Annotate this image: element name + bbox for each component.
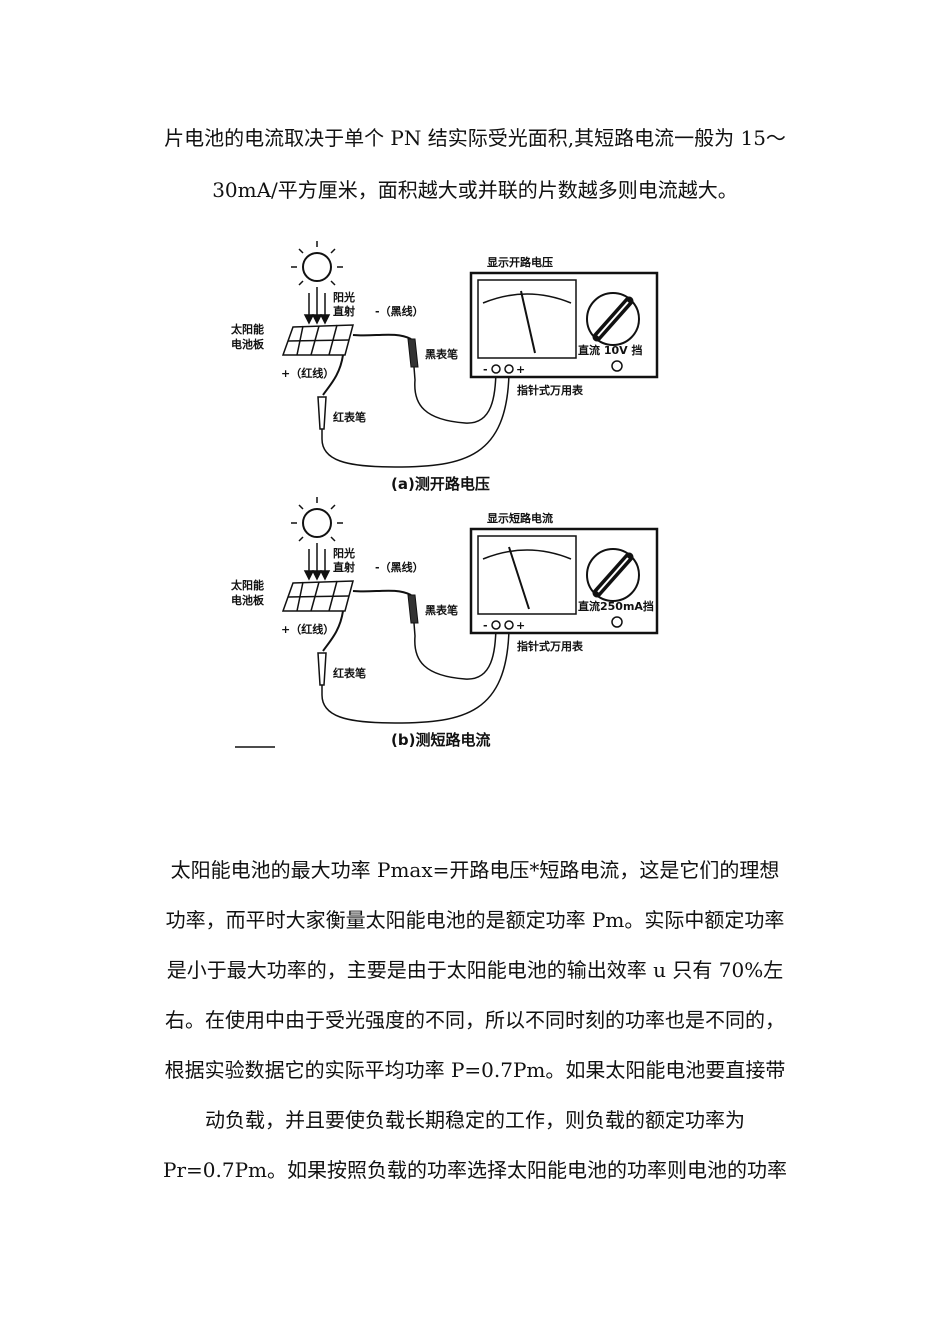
multimeter-b (469, 527, 659, 635)
black-probe (407, 594, 419, 637)
sun-icon (291, 497, 343, 549)
black-probe (407, 338, 419, 381)
multimeter-a (469, 271, 659, 379)
red-probe (317, 396, 327, 439)
red-lead (321, 628, 510, 724)
body-line-2: 功率，而平时大家衡量太阳能电池的是额定功率 Pm。实际中额定功率 (165, 908, 785, 932)
dial-setting-b: 直流250mA挡 (578, 599, 654, 613)
meter-title-a: 显示开路电压 (487, 255, 553, 269)
red-probe (317, 652, 327, 695)
black-wire (352, 589, 412, 596)
black-probe-label: 黑表笔 (425, 603, 458, 617)
meter-title-b: 显示短路电流 (487, 511, 553, 525)
panel-b: 阳光 直射 太阳能 电池板 -（黑线） 黑表笔 +（红线） (230, 497, 659, 749)
black-probe-label: 黑表笔 (425, 347, 458, 361)
sunlight-label-2: 直射 (333, 560, 355, 574)
black-wire-label: -（黑线） (375, 304, 424, 318)
body-line-4: 右。在使用中由于受光强度的不同，所以不同时刻的功率也是不同的， (165, 1008, 785, 1032)
red-wire (322, 610, 344, 652)
meter-needle (508, 546, 530, 610)
panel-label-2: 电池板 (231, 337, 265, 351)
intro-line-2: 30mA/平方厘米，面积越大或并联的片数越多则电流越大。 (212, 178, 738, 202)
measurement-figure: 阳光 直射 太阳能 电池板 -（黑线） 黑表笔 +（红线） (225, 235, 665, 755)
caption-b: (b)测短路电流 (391, 731, 490, 749)
meter-name-a: 指针式万用表 (517, 383, 584, 397)
meter-name-b: 指针式万用表 (517, 639, 584, 653)
red-wire (322, 354, 344, 396)
zero-adjust-knob (611, 616, 623, 628)
body-line-3: 是小于最大功率的，主要是由于太阳能电池的输出效率 u 只有 70%左 (166, 958, 784, 982)
caption-a: (a)测开路电压 (391, 475, 490, 493)
plus-label-b: + (516, 619, 525, 632)
minus-terminal (491, 620, 501, 630)
sunlight-arrows (303, 293, 331, 325)
solar-panel (281, 580, 354, 612)
black-lead (414, 372, 497, 424)
circuit-diagram: 阳光 直射 太阳能 电池板 -（黑线） 黑表笔 +（红线） (230, 241, 659, 749)
body-line-6: 动负载，并且要使负载长期稳定的工作，则负载的额定功率为 (205, 1108, 745, 1132)
sunlight-label-2: 直射 (333, 304, 355, 318)
sun-icon (291, 241, 343, 293)
red-lead (321, 372, 510, 468)
minus-label-b: - (483, 619, 488, 632)
black-lead (414, 628, 497, 680)
panel-label-2: 电池板 (231, 593, 265, 607)
plus-terminal (504, 364, 514, 374)
body-line-7: Pr=0.7Pm。如果按照负载的功率选择太阳能电池的功率则电池的功率 (162, 1158, 787, 1182)
panel-a: 阳光 直射 太阳能 电池板 -（黑线） 黑表笔 +（红线） (230, 241, 659, 493)
meter-needle (520, 290, 536, 354)
minus-terminal (491, 364, 501, 374)
red-probe-label: 红表笔 (333, 666, 366, 680)
red-probe-label: 红表笔 (333, 410, 366, 424)
plus-label-a: + (516, 363, 525, 376)
solar-panel (281, 324, 354, 356)
sunlight-label-1: 阳光 (333, 546, 355, 560)
sunlight-label-1: 阳光 (333, 290, 355, 304)
red-wire-label: +（红线） (281, 622, 334, 636)
intro-line-1: 片电池的电流取决于单个 PN 结实际受光面积,其短路电流一般为 15～ (164, 126, 786, 150)
black-wire-label: -（黑线） (375, 560, 424, 574)
black-wire (352, 333, 412, 340)
body-line-1: 太阳能电池的最大功率 Pmax=开路电压*短路电流，这是它们的理想 (170, 858, 780, 882)
red-wire-label: +（红线） (281, 366, 334, 380)
dial-setting-a: 直流 10V 挡 (578, 343, 642, 357)
panel-label-1: 太阳能 (230, 322, 264, 336)
body-line-5: 根据实验数据它的实际平均功率 P=0.7Pm。如果太阳能电池要直接带 (164, 1058, 786, 1082)
minus-label-a: - (483, 363, 488, 376)
plus-terminal (504, 620, 514, 630)
zero-adjust-knob (611, 360, 623, 372)
panel-label-1: 太阳能 (230, 578, 264, 592)
sunlight-arrows (303, 549, 331, 581)
